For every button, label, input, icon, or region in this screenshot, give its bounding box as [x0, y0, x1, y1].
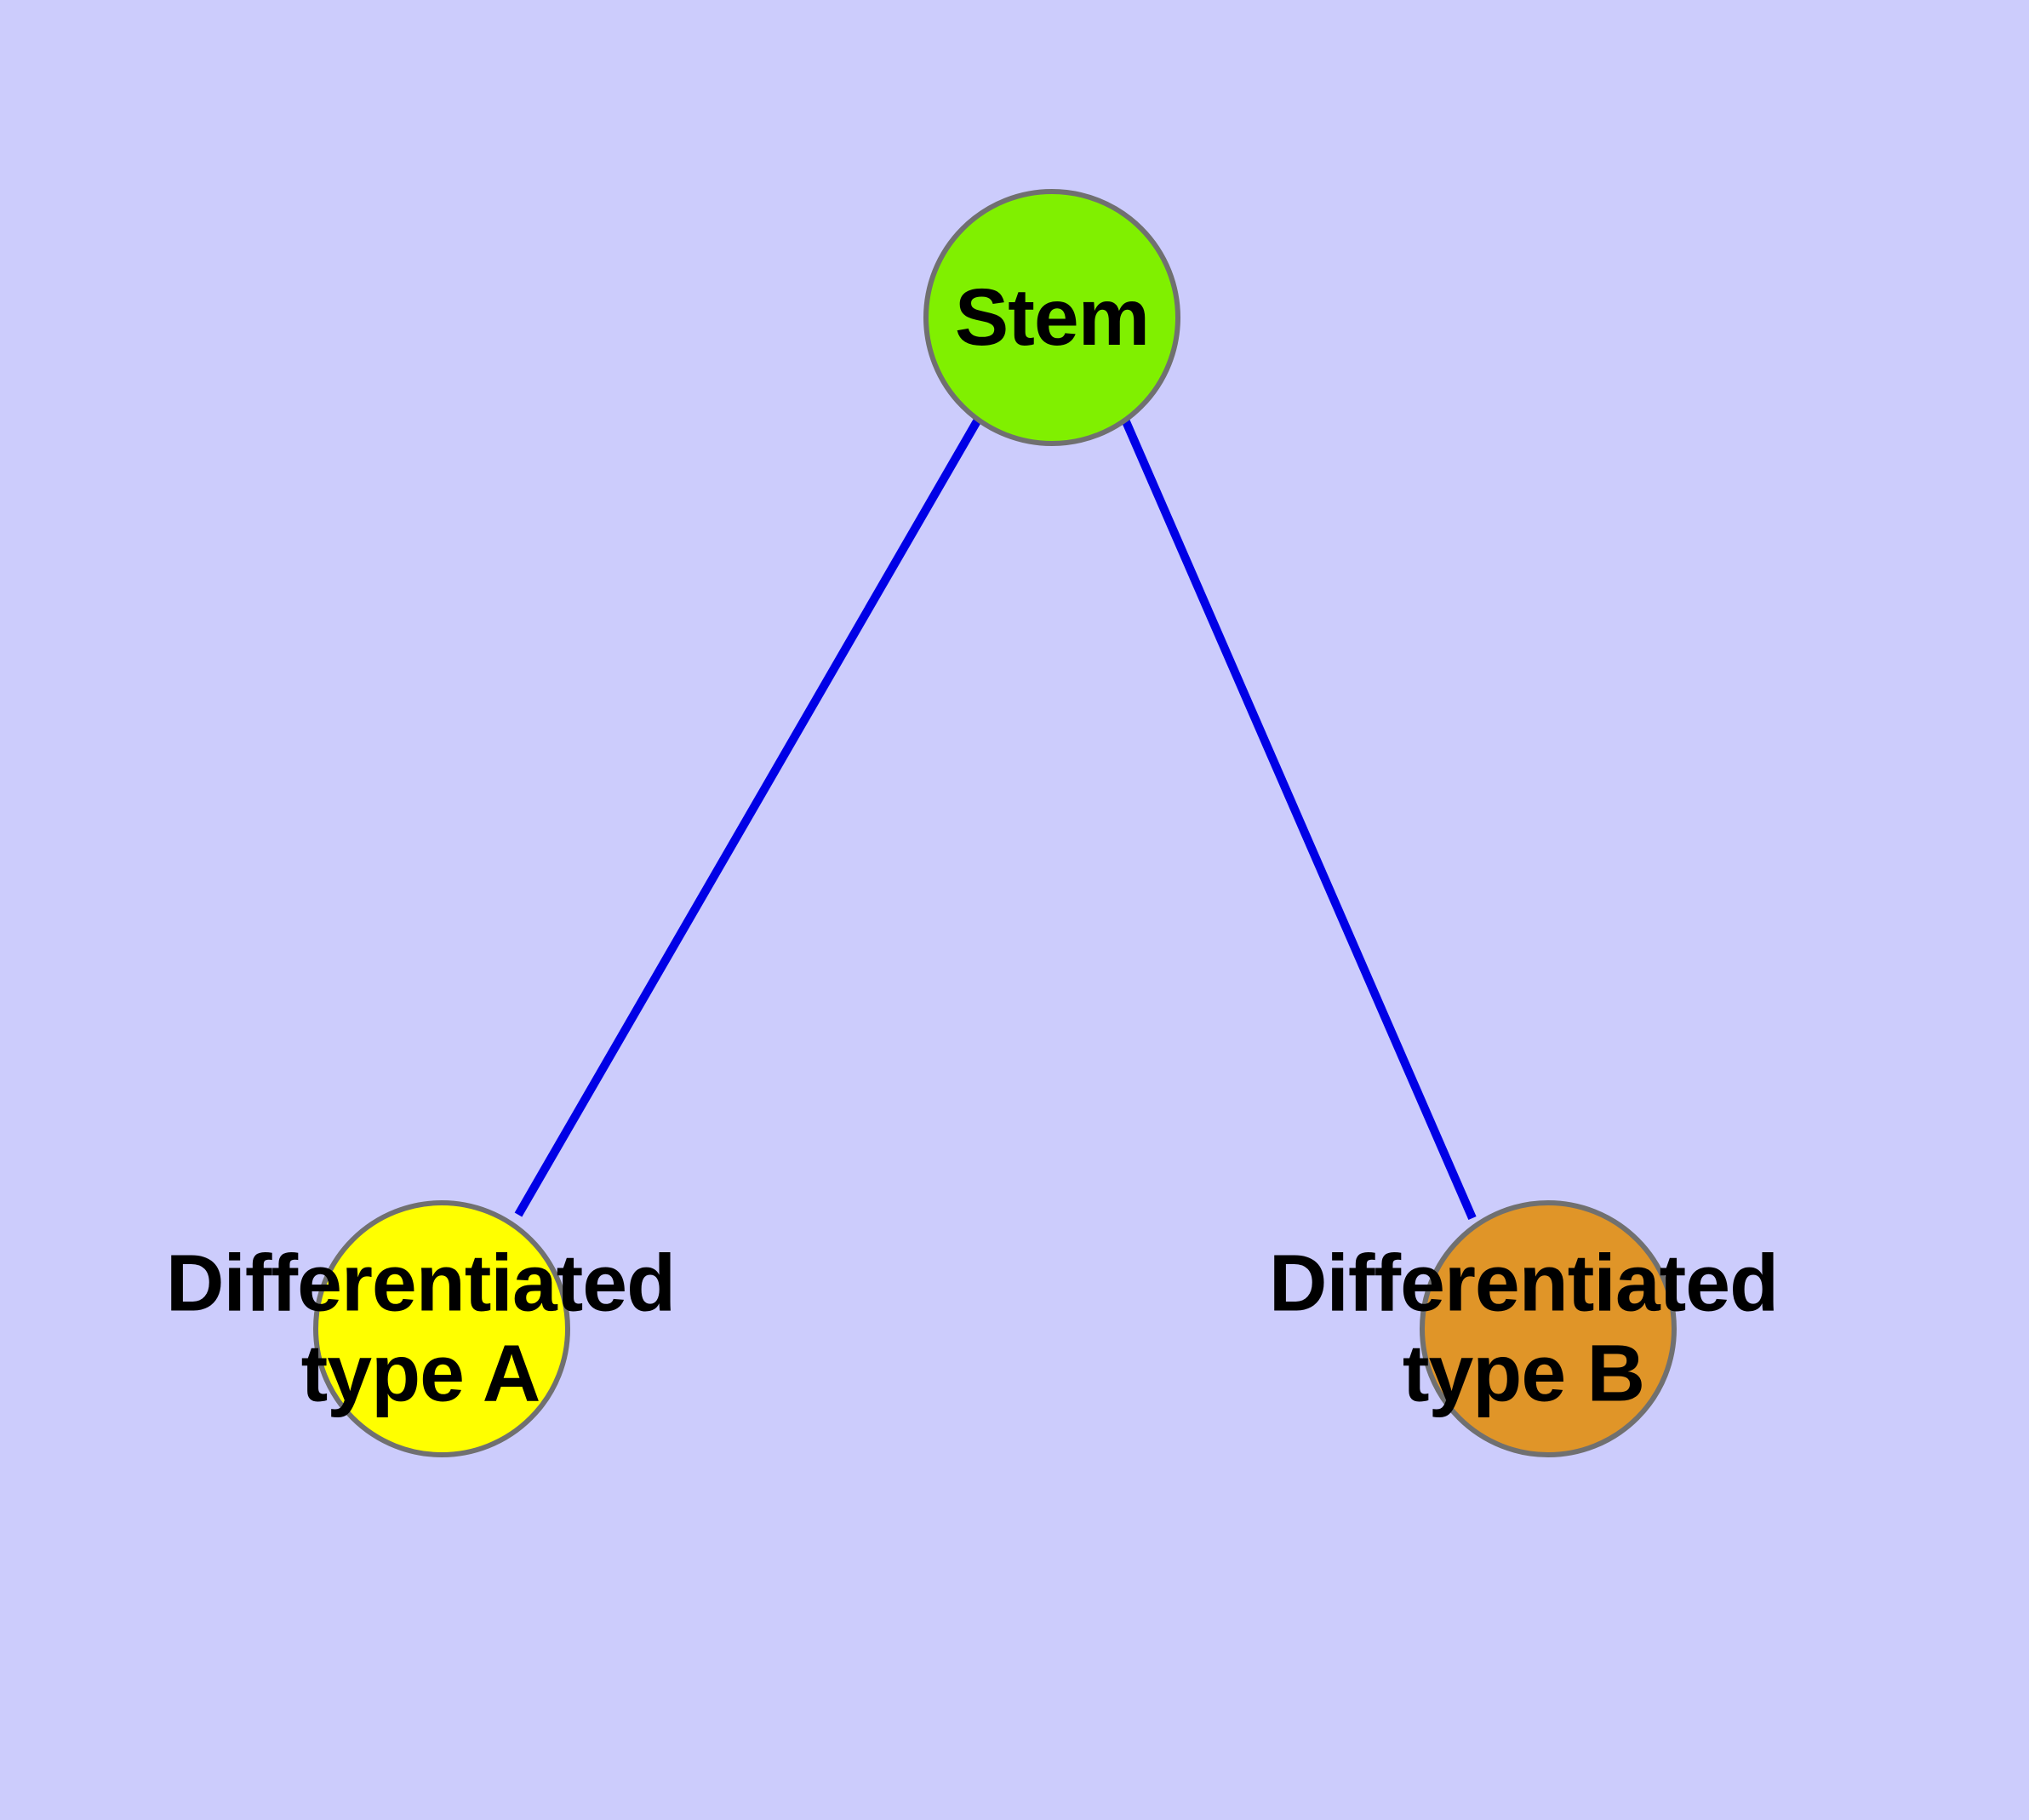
node-differentiated-type-a[interactable] — [313, 1200, 570, 1457]
edge-stem-to-differentiated-type-b[interactable] — [1121, 418, 1477, 1220]
node-stem[interactable] — [923, 189, 1180, 446]
edge-stem-to-differentiated-type-a[interactable] — [514, 417, 982, 1217]
node-differentiated-type-b[interactable] — [1420, 1200, 1677, 1457]
